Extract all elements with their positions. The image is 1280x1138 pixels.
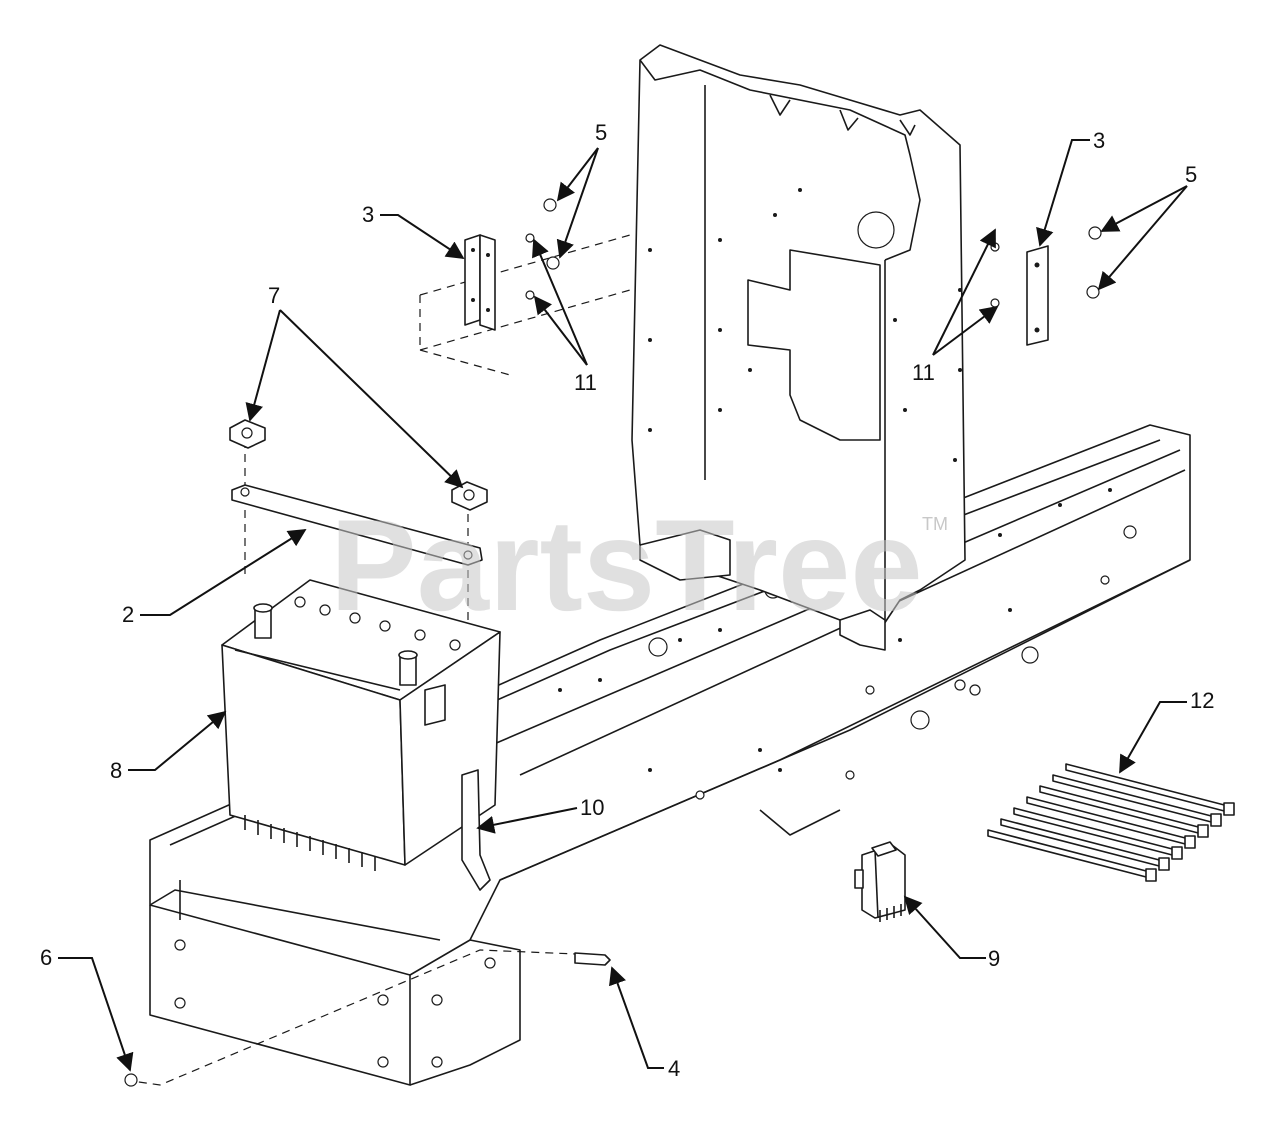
callout-labels: 5 3 7 11 2 8 10 6 4 3 5 11 12 9	[40, 120, 1214, 1081]
callout-10: 10	[580, 795, 604, 820]
clip-nuts	[229, 419, 488, 511]
callout-5-left: 5	[595, 120, 607, 145]
fasteners	[124, 198, 1102, 1087]
callout-8: 8	[110, 758, 122, 783]
watermark: PartsTree TM	[330, 492, 948, 638]
bracket-left	[464, 234, 496, 331]
callout-11-left: 11	[574, 370, 597, 395]
cable-ties	[987, 763, 1235, 882]
callout-3-right: 3	[1093, 128, 1105, 153]
hold-down-strap	[231, 484, 483, 566]
callout-6: 6	[40, 945, 52, 970]
callout-3-left: 3	[362, 202, 374, 227]
callout-12: 12	[1190, 688, 1214, 713]
callout-7: 7	[268, 283, 280, 308]
watermark-text: PartsTree	[330, 492, 923, 638]
battery-bracket	[461, 769, 491, 891]
upright-panel	[631, 44, 966, 651]
callout-11-right: 11	[912, 360, 935, 385]
callout-5-right: 5	[1185, 162, 1197, 187]
watermark-tm: TM	[922, 514, 948, 534]
relay-connector	[854, 841, 906, 922]
leader-lines	[58, 139, 1188, 1072]
alignment-lines	[124, 234, 631, 1086]
battery	[221, 579, 501, 871]
callout-2: 2	[122, 602, 134, 627]
callout-4: 4	[668, 1056, 680, 1081]
plate-right	[1026, 245, 1049, 346]
callout-9: 9	[988, 946, 1000, 971]
